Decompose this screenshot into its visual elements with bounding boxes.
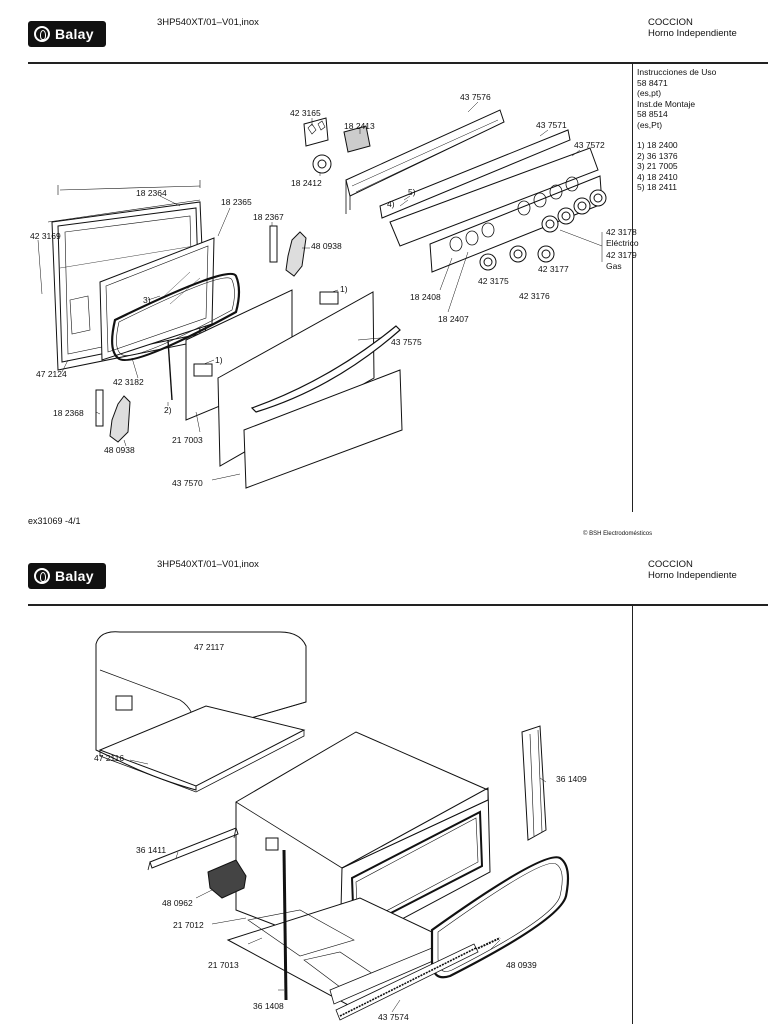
copyright: © BSH Electrodomésticos (583, 531, 653, 537)
door-control-panel-diagram (0, 0, 768, 520)
header-rule (28, 604, 768, 606)
part-label: 18 2367 (253, 212, 284, 222)
part-label: 43 7576 (460, 92, 491, 102)
door-hinge-left (96, 390, 130, 442)
ref-item: 3) 21 7005 (637, 161, 678, 171)
manual-lang: (es,pt) (637, 88, 662, 98)
part-label: 36 1408 (253, 1001, 284, 1011)
part-label: 21 7012 (173, 920, 204, 930)
brand-name: Balay (55, 26, 94, 42)
part-label: 21 7013 (208, 960, 239, 970)
ref-item: 4) 18 2410 (637, 171, 678, 182)
part-variant: Gas (606, 261, 622, 271)
part-label: 47 2124 (36, 369, 67, 379)
leader-lines (130, 760, 546, 1012)
manual-number: 58 8471 (637, 77, 668, 88)
part-variant: Eléctrico (606, 238, 639, 248)
category: COCCION (648, 17, 693, 28)
part-label: 42 3177 (538, 264, 569, 274)
part-label: 47 2116 (94, 753, 125, 763)
part-label: 43 7574 (378, 1012, 409, 1022)
part-label: 42 3176 (519, 291, 550, 301)
part-label: 43 7575 (391, 337, 422, 347)
model-number: 3HP540XT/01–V01,inox (157, 559, 259, 570)
manual-label: Instrucciones de Uso (637, 67, 717, 77)
rod (168, 340, 172, 400)
ref-number: 1) (340, 284, 348, 294)
balay-logo-icon (34, 568, 50, 584)
door-hinge-right (270, 226, 306, 276)
front-door-glass (218, 292, 374, 466)
part-label: 43 7570 (172, 478, 203, 488)
part-label: 43 7571 (536, 120, 567, 130)
part-label: 42 3182 (113, 377, 144, 387)
brand-name: Balay (55, 568, 94, 584)
knob-switch (313, 155, 331, 173)
install-lang: (es,Pt) (637, 119, 663, 130)
part-label: 42 3165 (290, 108, 321, 118)
part-label: 18 2364 (136, 188, 167, 198)
ref-item: 1) 18 2400 (637, 140, 678, 150)
document-reference: ex31069 -4/1 (28, 516, 81, 526)
part-label: 43 7572 (574, 140, 605, 150)
part-label: 48 0962 (162, 898, 193, 908)
part-label: 42 3178 (606, 227, 637, 237)
part-label: 47 2117 (194, 642, 225, 652)
category: COCCION (648, 559, 693, 570)
part-label: 48 0939 (506, 960, 537, 970)
heating-rod (284, 850, 286, 1000)
ref-number: 5) (408, 187, 416, 197)
door-bottom-strip (244, 370, 402, 488)
side-notes: Instrucciones de Uso 58 8471 (es,pt) Ins… (637, 67, 716, 193)
ref-number: 3) (143, 295, 151, 305)
door-handle (252, 326, 400, 412)
part-label: 18 2408 (410, 292, 441, 302)
side-panel-divider (632, 62, 633, 512)
switch-block (304, 118, 328, 146)
part-label: 48 0938 (311, 241, 342, 251)
part-label: 36 1409 (556, 774, 587, 784)
balay-logo-icon (34, 26, 50, 42)
control-panel-frame (390, 148, 598, 246)
door-seal (432, 857, 568, 977)
install-label: Inst.de Montaje (637, 98, 696, 109)
install-number: 58 8514 (637, 109, 668, 119)
fan-motor (208, 860, 246, 898)
header-rule (28, 62, 768, 64)
part-label: 18 2413 (344, 121, 375, 131)
leader-lines (38, 102, 602, 480)
part-label: 42 3179 (606, 250, 637, 260)
part-label: 36 1411 (136, 845, 167, 855)
part-label: 42 3175 (478, 276, 509, 286)
part-label: 18 2412 (291, 178, 322, 188)
door-gasket (112, 274, 239, 360)
subcategory: Horno Independiente (648, 28, 737, 39)
model-number: 3HP540XT/01–V01,inox (157, 17, 259, 28)
part-label: 18 2368 (53, 408, 84, 418)
ref-item: 5) 18 2411 (637, 182, 678, 192)
part-label: 21 7003 (172, 435, 203, 445)
panel-holes (450, 177, 578, 251)
ref-number: 2) (164, 405, 172, 415)
side-panel-divider (632, 604, 633, 1024)
part-label: 48 0938 (104, 445, 135, 455)
side-rail (522, 726, 546, 840)
control-bar (380, 130, 570, 218)
subcategory: Horno Independiente (648, 570, 737, 581)
oven-cavity-diagram (0, 520, 768, 1024)
rear-rail (150, 828, 238, 868)
bracket-small (320, 292, 338, 304)
thermostat-block (344, 126, 370, 152)
ref-number: 1) (215, 355, 223, 365)
part-label: 42 3169 (30, 231, 61, 241)
ref-item: 2) 36 1376 (637, 150, 678, 161)
part-label: 18 2365 (221, 197, 252, 207)
bracket-small (194, 364, 212, 376)
control-knobs (480, 190, 606, 270)
balay-logo: Balay (28, 563, 106, 589)
ref-number: 4) (387, 199, 395, 209)
part-label: 18 2407 (438, 314, 469, 324)
balay-logo: Balay (28, 21, 106, 47)
